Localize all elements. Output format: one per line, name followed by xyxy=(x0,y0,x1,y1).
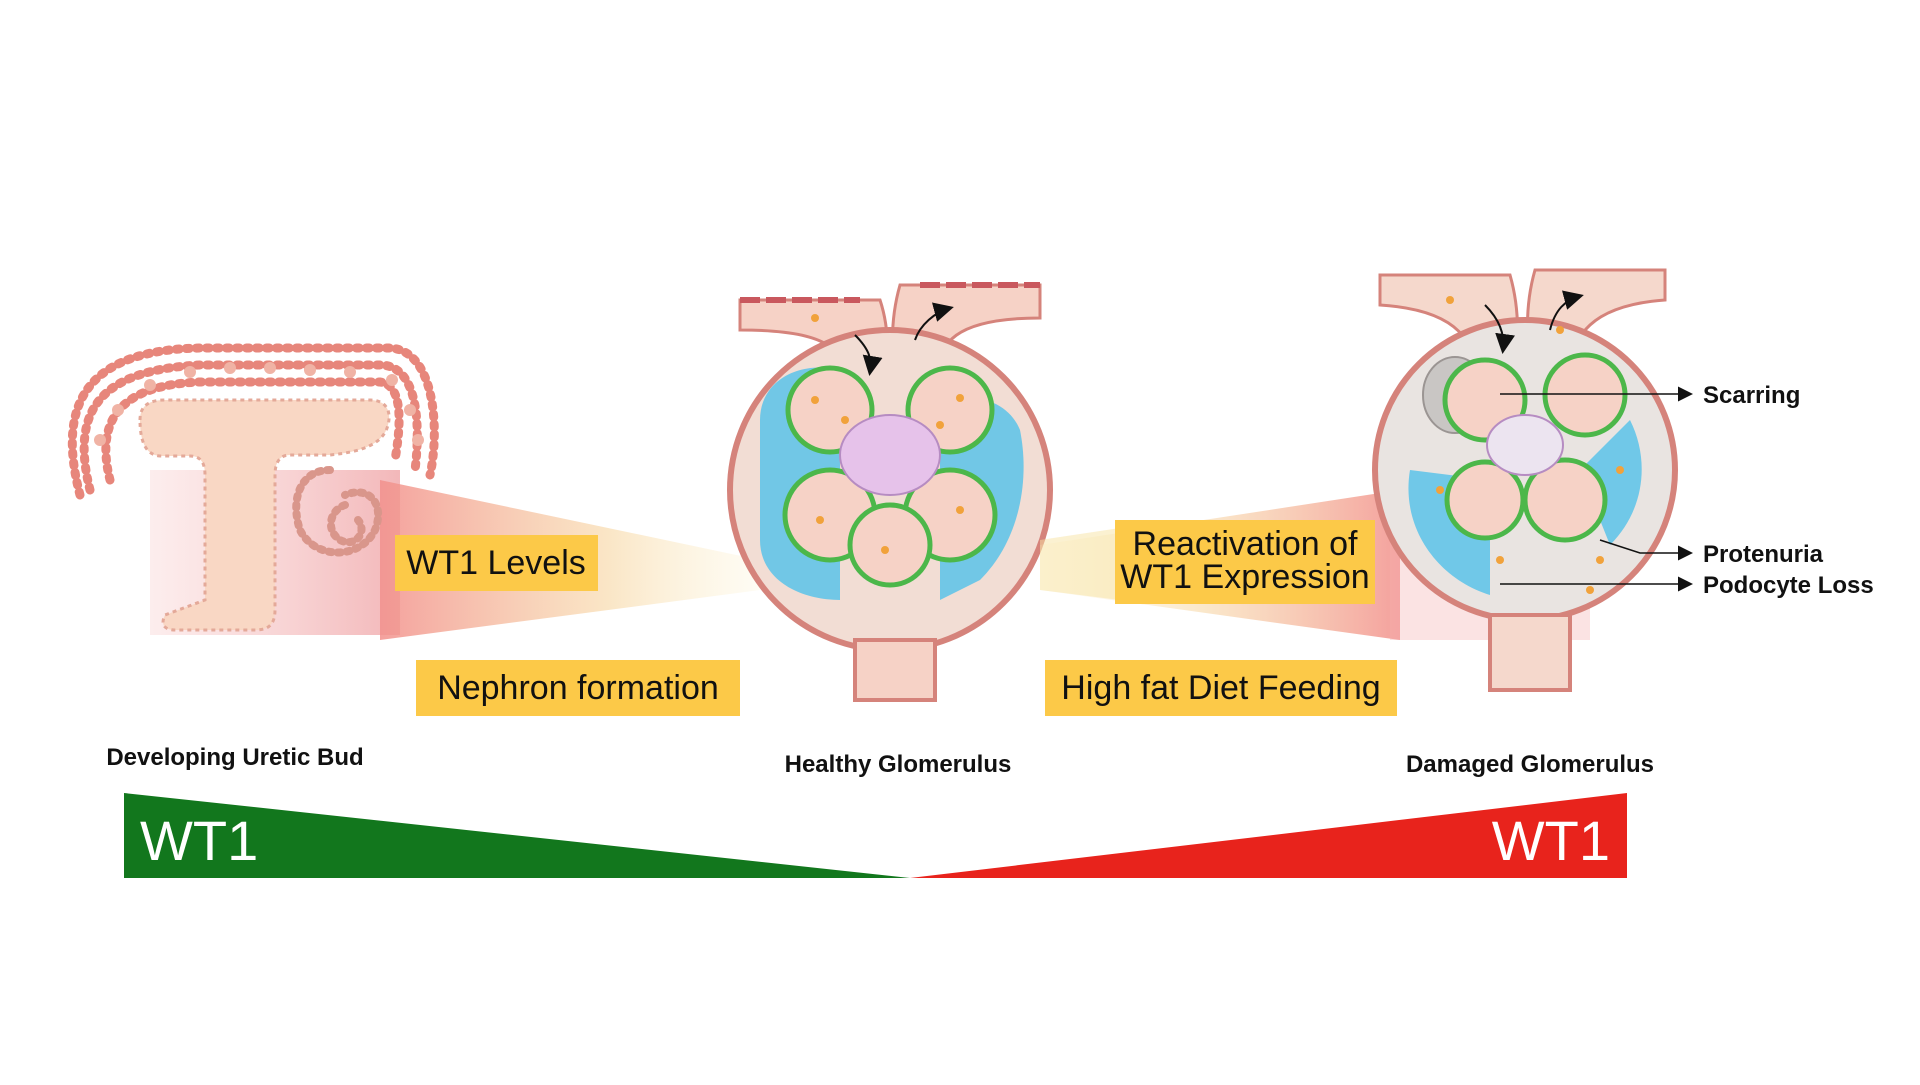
wt1-gradient-bar: WT1 WT1 xyxy=(124,793,1627,878)
scarring-annotation: Scarring xyxy=(1703,382,1800,409)
wt1-levels-label: WT1 Levels xyxy=(395,535,598,591)
damaged-glomerulus-illustration xyxy=(1040,268,1693,692)
svg-text:High fat Diet Feeding: High fat Diet Feeding xyxy=(1061,669,1380,707)
protenuria-annotation: Protenuria xyxy=(1703,541,1824,568)
developing-bud-caption: Developing Uretic Bud xyxy=(106,744,363,771)
healthy-glomerulus-caption: Healthy Glomerulus xyxy=(785,751,1012,778)
developing-uretic-bud-illustration xyxy=(67,343,760,640)
svg-text:Nephron formation: Nephron formation xyxy=(437,669,719,707)
wt1-decreasing-wedge xyxy=(124,793,910,878)
svg-text:WT1 Expression: WT1 Expression xyxy=(1120,558,1369,596)
nephron-formation-label: Nephron formation xyxy=(416,660,740,716)
reactivation-label: Reactivation of WT1 Expression xyxy=(1115,520,1375,604)
healthy-glomerulus-illustration xyxy=(727,282,1053,702)
wt1-left-label: WT1 xyxy=(140,809,258,872)
svg-text:Reactivation of: Reactivation of xyxy=(1133,525,1358,563)
wt1-increasing-wedge xyxy=(910,793,1627,878)
protenuria-pointer xyxy=(1599,539,1693,561)
high-fat-diet-label: High fat Diet Feeding xyxy=(1045,660,1397,716)
damaged-glomerulus-caption: Damaged Glomerulus xyxy=(1406,751,1654,778)
podocyte-loss-annotation: Podocyte Loss xyxy=(1703,572,1874,599)
wt1-right-label: WT1 xyxy=(1492,809,1610,872)
transition-beam xyxy=(1040,528,1120,600)
svg-text:WT1 Levels: WT1 Levels xyxy=(406,544,586,582)
